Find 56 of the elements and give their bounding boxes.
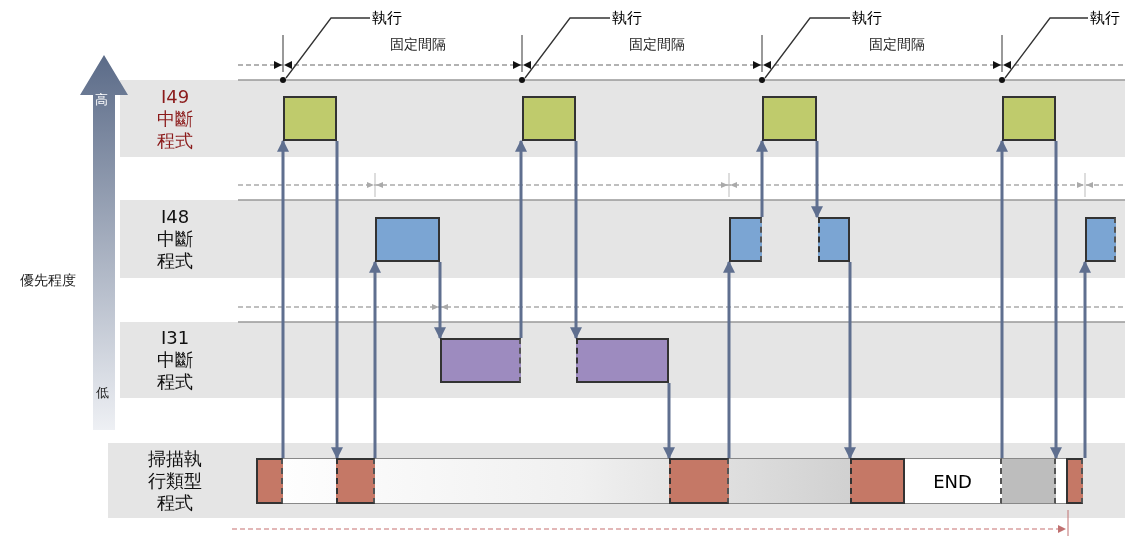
task-block [522,96,576,141]
annotation-label: 執行 [612,6,646,30]
arrow [996,139,1008,458]
task-block [336,458,375,504]
arrow [1050,141,1062,460]
arrow [515,139,527,338]
lane-band [108,443,1125,518]
task-block [1002,96,1056,141]
arrow [1079,260,1091,458]
task-block [440,338,521,383]
lane-label: I49 中斷程式 [156,84,194,153]
interval-label: 固定間隔 [629,36,685,54]
annotation-label: 執行 [372,6,406,30]
arrow [570,141,582,340]
task-block [283,96,337,141]
lane-label: 掃描執行類型程式 [147,446,203,515]
arrow [811,141,823,219]
arrow [331,141,343,460]
axis-label: 低 [96,384,109,402]
interval-label: 固定間隔 [390,36,446,54]
lane-band [120,322,1125,398]
arrow [844,262,856,460]
leader-line [1004,17,1089,79]
execution-dot [519,77,525,83]
task-block [850,458,905,504]
execution-dot [999,77,1005,83]
execution-dot [759,77,765,83]
annotation-label: 執行 [852,6,886,30]
lane-band [120,80,1125,157]
arrow [369,260,381,458]
task-block [762,96,817,141]
lane-label: I31 中斷程式 [156,326,194,394]
arrow [756,139,768,217]
execution-dot [280,77,286,83]
task-block [256,458,283,504]
task-block [1066,458,1083,504]
axis-label: 優先程度 [20,272,76,290]
task-block [818,217,850,262]
task-block [576,338,669,383]
task-block [375,217,440,262]
leader-line [524,17,611,79]
task-block [1085,217,1116,262]
lane-band [120,200,1125,278]
arrow [723,260,735,458]
task-block [1002,458,1056,504]
task-block [729,217,762,262]
lane-label: I48 中斷程式 [156,205,194,273]
arrow [434,262,446,340]
arrow [663,383,675,460]
task-block [669,458,729,504]
leader-line [764,17,851,79]
interval-label: 固定間隔 [869,36,925,54]
axis-label: 高 [95,91,108,109]
annotation-label: 執行 [1090,6,1124,30]
leader-line [285,17,371,79]
arrow [277,139,289,458]
